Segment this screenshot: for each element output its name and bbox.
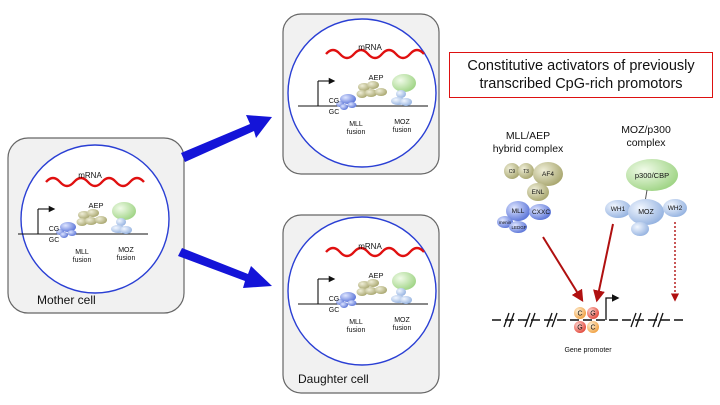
top-moz-label-2: fusion (393, 127, 412, 134)
cpg-g-bottom (574, 321, 586, 333)
mother-cell: mRNA AEP CG GC MLL fusion MOZ fusion Mot… (7, 137, 185, 314)
wh2-blob (663, 199, 687, 217)
cxxc-blob (529, 204, 551, 220)
mother-mll-label-2: fusion (73, 257, 92, 264)
moz-p300-complex: MOZ/p300 complex p300/CBP WH1 MOZ WH2 (605, 124, 687, 236)
top-moz-label: MOZ (394, 119, 410, 126)
menin-blob (497, 216, 513, 228)
mll-aep-complex: MLL/AEP hybrid complex C9 T3 AF4 ENL MLL… (493, 130, 564, 233)
daughter-cell-label: Daughter cell (298, 372, 369, 386)
cpg-c-top (574, 307, 586, 319)
ledgf-blob (509, 221, 527, 233)
af4-label: AF4 (542, 171, 554, 178)
cxxc-label: CXXC (532, 209, 550, 216)
moz-label: MOZ (638, 209, 654, 216)
t3-label: T3 (523, 169, 529, 175)
bottom-moz-label: MOZ (394, 317, 410, 324)
top-gc-label: GC (329, 109, 340, 116)
bottom-cg-label: CG (329, 296, 340, 303)
mll-to-promoter-arrow (542, 236, 584, 303)
top-mll-label-2: fusion (347, 129, 366, 136)
cpg-c-top-label: C (577, 311, 582, 318)
tss-arrow (605, 294, 620, 320)
bottom-mrna-label: mRNA (358, 242, 382, 251)
top-cg-label: CG (329, 98, 340, 105)
bottom-mll-label: MLL (349, 319, 363, 326)
wh1-blob (605, 200, 631, 218)
mother-cell-label: Mother cell (37, 293, 96, 307)
c9-label: C9 (509, 169, 516, 175)
wh2-label: WH2 (668, 205, 683, 212)
enl-blob (527, 183, 549, 201)
cpg-g-bottom-label: G (577, 325, 582, 332)
p300-blob (626, 159, 678, 191)
gene-promoter: C G G C Gene promoter (492, 294, 686, 354)
menin-label: menin (499, 220, 512, 225)
top-aep-label: AEP (368, 73, 383, 82)
top-daughter-cell: mRNA AEP CG GC MLL fusion MOZ fusion (282, 13, 440, 175)
mother-aep-label: AEP (88, 201, 103, 210)
mll-blob (506, 201, 530, 221)
c9-blob (504, 163, 520, 179)
bottom-daughter-cell: mRNA AEP CG GC MLL fusion MOZ fusion Dau… (282, 214, 440, 394)
wh1-label: WH1 (611, 206, 626, 213)
af4-blob (533, 162, 563, 186)
gene-promoter-label: Gene promoter (564, 347, 612, 354)
top-mll-label: MLL (349, 121, 363, 128)
ledgf-label: LEDGF (511, 225, 526, 230)
mother-cg-label: CG (49, 226, 60, 233)
mother-moz-label-2: fusion (117, 255, 136, 262)
mother-mrna-label: mRNA (78, 171, 102, 180)
moz-complex-title: MOZ/p300 (621, 124, 671, 136)
bottom-moz-label-2: fusion (393, 325, 412, 332)
bottom-aep-label: AEP (368, 271, 383, 280)
cpg-g-top-label: G (590, 311, 595, 318)
moz-lower-blob (631, 222, 649, 236)
headline-box: Constitutive activators of previously tr… (449, 52, 713, 98)
bottom-mll-label-2: fusion (347, 327, 366, 334)
moz-to-promoter-arrow (593, 223, 614, 303)
enl-label: ENL (532, 189, 545, 196)
cpg-c-bottom-label: C (590, 325, 595, 332)
cpg-g-top (587, 307, 599, 319)
arrow-to-bottom-cell (178, 248, 272, 288)
mll-label: MLL (512, 208, 525, 215)
mother-gc-label: GC (49, 237, 60, 244)
top-mrna-label: mRNA (358, 43, 382, 52)
mother-moz-label: MOZ (118, 247, 134, 254)
cpg-c-bottom (587, 321, 599, 333)
arrow-to-top-cell (181, 115, 272, 162)
bottom-gc-label: GC (329, 307, 340, 314)
moz-blob (628, 199, 664, 225)
mll-complex-title: MLL/AEP (506, 130, 550, 142)
p300-label: p300/CBP (635, 171, 669, 180)
mother-mll-label: MLL (75, 249, 89, 256)
moz-complex-subtitle: complex (626, 137, 666, 149)
headline-line-1: Constitutive activators of previously (467, 58, 695, 74)
t3-blob (518, 163, 534, 179)
headline-line-2: transcribed CpG-rich promotors (479, 76, 683, 92)
mll-complex-subtitle: hybrid complex (493, 143, 564, 155)
